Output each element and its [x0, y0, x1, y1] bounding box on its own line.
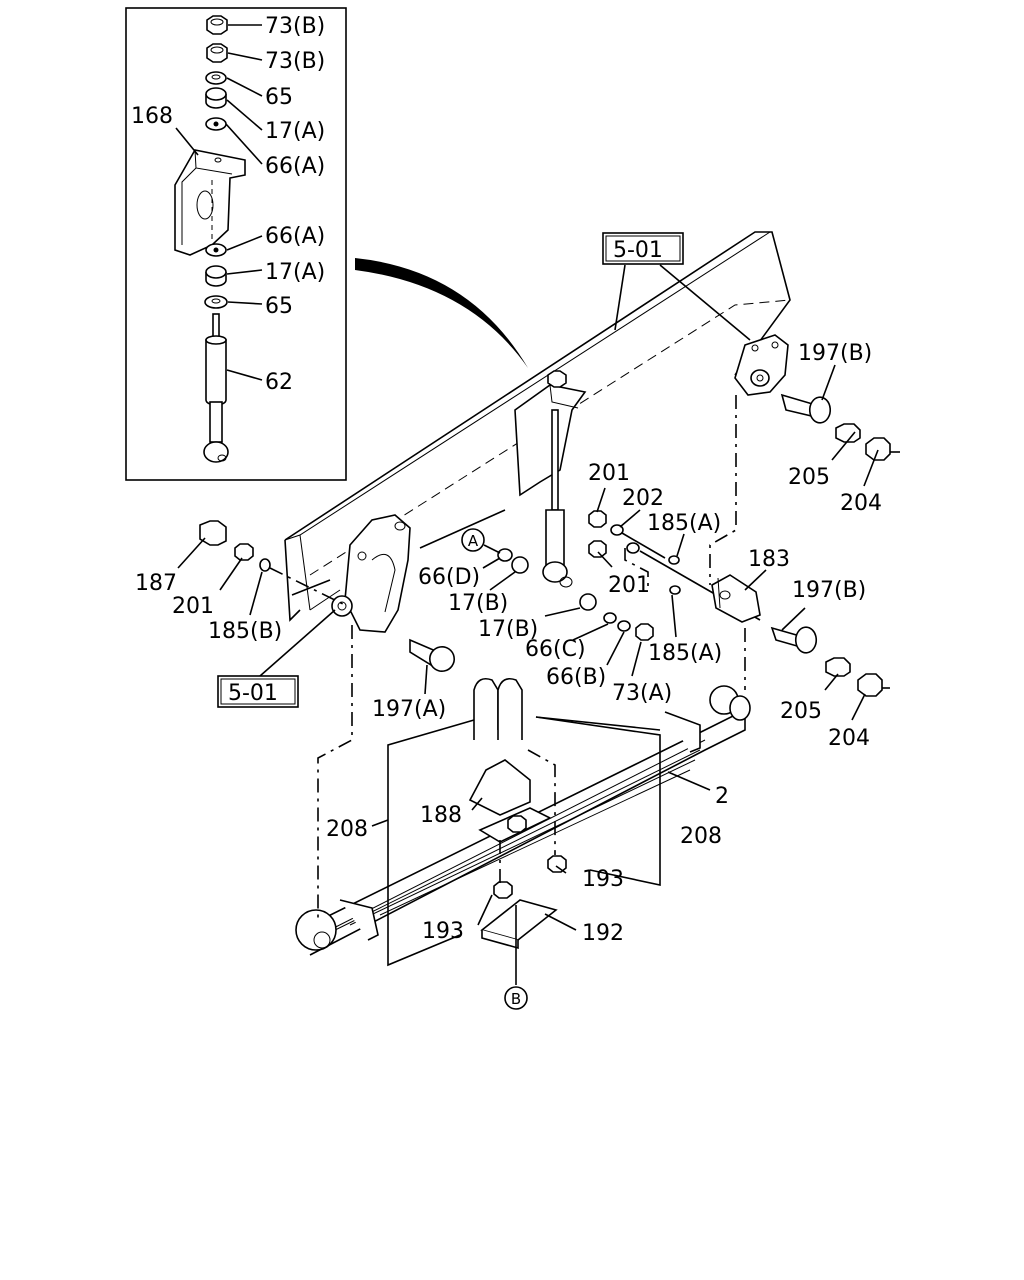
grease-nipple-204-upper: [865, 437, 900, 461]
leaf-spring-2: [295, 685, 751, 956]
label-17a-1: 17(A): [265, 119, 325, 144]
nut-193-right: [547, 855, 567, 873]
label-66d: 66(D): [418, 565, 480, 590]
shackle-183: [711, 574, 761, 623]
bolt-197b-lower: [770, 626, 818, 654]
label-185a-lower: 185(A): [648, 641, 722, 666]
spacer-plate-192: [480, 899, 558, 950]
label-197b-upper: 197(B): [798, 341, 872, 366]
inset-washer-66a-top: [205, 117, 227, 131]
label-197a: 197(A): [372, 697, 446, 722]
shackle-hardware: [588, 510, 761, 621]
label-17a-2: 17(A): [265, 260, 325, 285]
circle-ref-b: B: [504, 986, 528, 1010]
label-197b-lower: 197(B): [792, 578, 866, 603]
inset-nut-73b-2: [206, 43, 228, 63]
label-168: 168: [131, 104, 173, 129]
label-202: 202: [622, 486, 664, 511]
label-192: 192: [582, 921, 624, 946]
label-2: 2: [715, 784, 729, 809]
inset-bracket-168: [174, 149, 246, 256]
label-66b: 66(B): [546, 665, 606, 690]
label-65-1: 65: [265, 85, 293, 110]
circle-ref-a: A: [461, 528, 501, 554]
label-73a: 73(A): [612, 681, 672, 706]
inset-detail: [125, 7, 347, 481]
bolt-197a: [409, 638, 455, 672]
ref-box-5-01-bottom: 5-01: [217, 675, 299, 708]
inset-bushing-17a-bottom: [205, 265, 227, 287]
label-204-lower: 204: [828, 726, 870, 751]
circle-ref-b-label: B: [511, 990, 521, 1008]
u-bolt-bracket-right: [535, 716, 661, 886]
shock-lower-hardware: [497, 548, 654, 641]
center-bolt: [507, 815, 527, 833]
label-201-front: 201: [172, 594, 214, 619]
inset-shock-absorber-62: [203, 313, 229, 463]
label-188: 188: [420, 803, 462, 828]
inset-washer-66a-bottom: [205, 243, 227, 257]
label-201-lower: 201: [608, 573, 650, 598]
label-201-upper: 201: [588, 461, 630, 486]
shock-upper-bracket: [514, 370, 587, 497]
label-187: 187: [135, 571, 177, 596]
inset-bushing-17a: [205, 87, 227, 109]
main-labels: 197(B) 205 204 201 202 185(A) 183 187 20…: [135, 341, 882, 946]
leader-lines: [177, 264, 879, 931]
label-205-lower: 205: [780, 699, 822, 724]
label-66a-1: 66(A): [265, 154, 325, 179]
label-73b-1: 73(B): [265, 14, 325, 39]
label-17b-2: 17(B): [478, 617, 538, 642]
label-185b: 185(B): [208, 619, 282, 644]
label-65-2: 65: [265, 294, 293, 319]
label-204-upper: 204: [840, 491, 882, 516]
nut-201-front: [234, 543, 254, 561]
nut-193-left: [493, 881, 513, 899]
label-62: 62: [265, 370, 293, 395]
inset-washer-65: [205, 71, 227, 85]
bolt-197b-upper: [780, 393, 832, 424]
bushing-205-upper: [835, 423, 861, 443]
inset-nut-73b-1: [206, 15, 228, 35]
u-bolt-bracket-left: [387, 719, 475, 967]
label-183: 183: [748, 547, 790, 572]
ref-5-01-bottom-label: 5-01: [228, 681, 278, 706]
grease-nipple-204-lower: [857, 673, 890, 697]
label-208-left: 208: [326, 817, 368, 842]
washer-185b: [259, 558, 271, 572]
label-185a-upper: 185(A): [647, 511, 721, 536]
detail-pointer-arrow: [355, 258, 528, 368]
rear-spring-hanger: [734, 334, 789, 396]
label-66c: 66(C): [525, 637, 586, 662]
label-17b-1: 17(B): [448, 591, 508, 616]
bushing-205-lower: [825, 657, 851, 677]
circle-ref-a-label: A: [468, 532, 479, 550]
frame-rail: [284, 231, 791, 622]
label-193-left: 193: [422, 919, 464, 944]
u-bolts-208: [473, 677, 523, 740]
grease-nipple-187: [199, 520, 227, 546]
ref-5-01-top-label: 5-01: [613, 238, 663, 263]
label-73b-2: 73(B): [265, 49, 325, 74]
label-66a-2: 66(A): [265, 224, 325, 249]
shock-absorber: [542, 409, 573, 588]
label-193-right: 193: [582, 867, 624, 892]
front-spring-hanger: [331, 514, 411, 633]
ref-box-5-01-top: 5-01: [602, 232, 684, 265]
label-208-right: 208: [680, 824, 722, 849]
front-pin-centerline: [269, 567, 346, 606]
inset-labels: 73(B) 73(B) 65 17(A) 168 66(A) 66(A) 17(…: [131, 14, 325, 395]
inset-frame: [125, 7, 347, 481]
inset-washer-65-bottom: [204, 295, 228, 309]
label-205-upper: 205: [788, 465, 830, 490]
assembly-centerlines: [317, 395, 746, 985]
